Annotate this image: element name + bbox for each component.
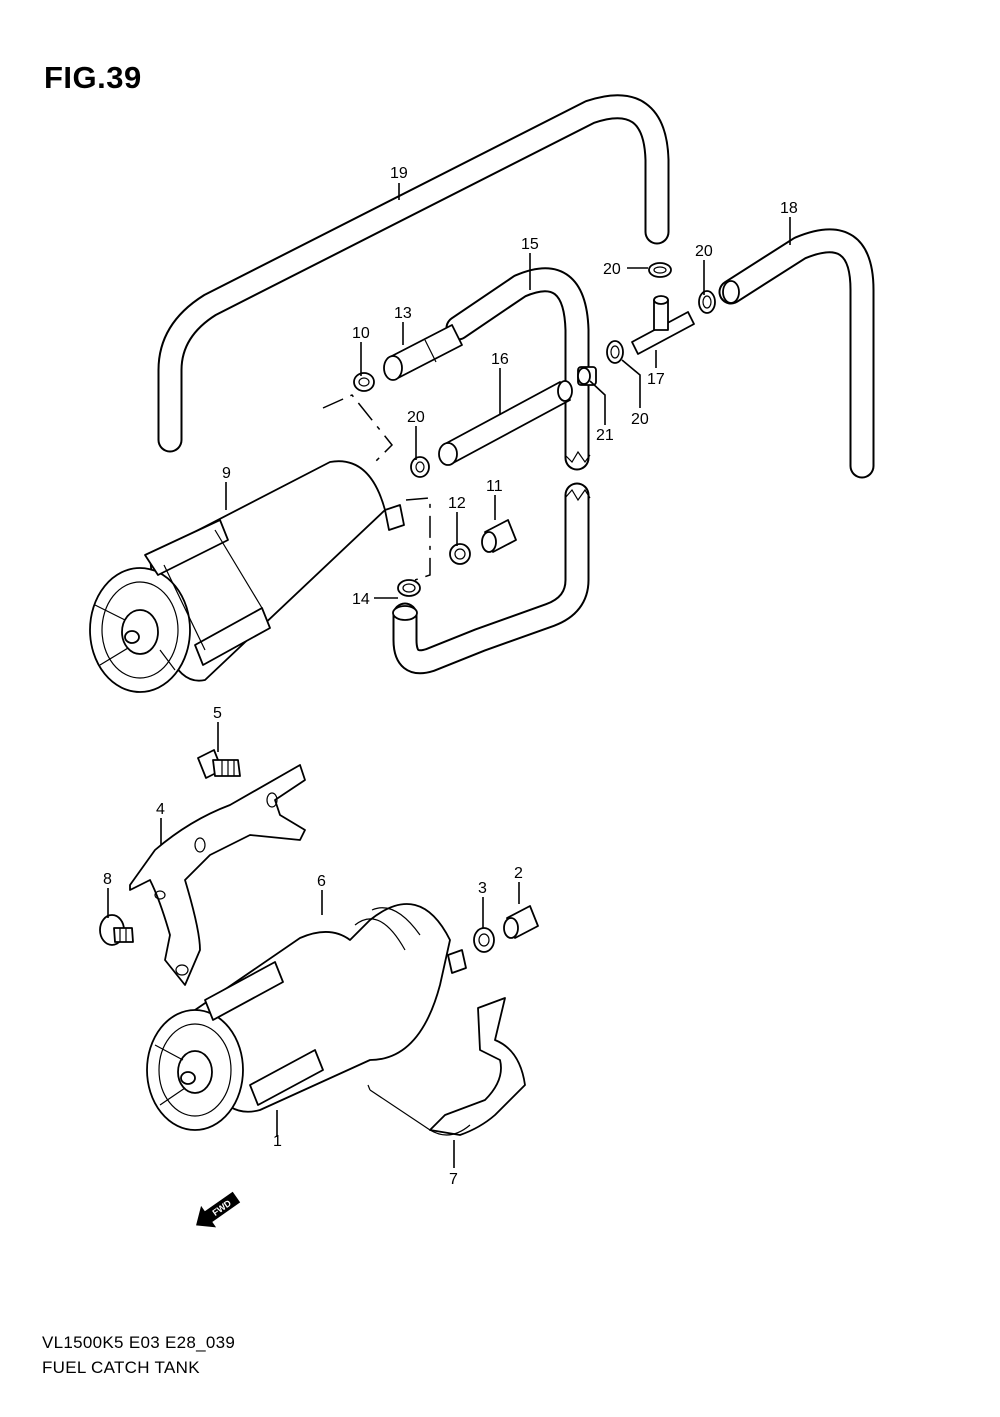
callout-7: 7 [449, 1171, 458, 1188]
bracket-7[interactable] [429, 997, 526, 1136]
clamp-20-c[interactable] [606, 340, 624, 364]
guide-lines [322, 394, 431, 1131]
pipe-13[interactable] [383, 324, 463, 381]
canister-1[interactable] [146, 903, 467, 1131]
callout-18: 18 [780, 200, 798, 217]
clamp-20-d[interactable] [410, 456, 430, 478]
callout-13: 13 [394, 305, 412, 322]
callout-8: 8 [103, 871, 112, 888]
callout-12: 12 [448, 495, 466, 512]
hose-18[interactable] [718, 228, 875, 479]
callout-16: 16 [491, 351, 509, 368]
model-code: VL1500K5 E03 E28_039 [42, 1333, 236, 1352]
clamp-12[interactable] [449, 543, 471, 565]
canister-9[interactable] [89, 460, 405, 693]
callout-21: 21 [596, 427, 614, 444]
callout-20: 20 [407, 409, 425, 426]
callout-11: 11 [486, 478, 503, 495]
clamp-20-a[interactable] [648, 262, 672, 278]
bolt-5[interactable] [197, 749, 241, 779]
callout-17: 17 [647, 371, 665, 388]
figure-title: FIG.39 [44, 60, 142, 95]
joint-17[interactable] [631, 295, 695, 355]
tube-2[interactable] [503, 905, 539, 939]
screw-8[interactable] [99, 914, 134, 946]
callout-20: 20 [603, 261, 621, 278]
fwd-arrow-icon: FWD [196, 1191, 241, 1228]
callout-3: 3 [478, 880, 487, 897]
bracket-4[interactable] [129, 764, 306, 986]
callout-20: 20 [631, 411, 649, 428]
callout-9: 9 [222, 465, 231, 482]
hose-19[interactable] [157, 94, 670, 453]
callout-15: 15 [521, 236, 539, 253]
leader-lines [107, 183, 791, 1168]
callout-4: 4 [156, 801, 165, 818]
callout-19: 19 [390, 165, 408, 182]
pipe-16[interactable] [438, 380, 573, 466]
hose-15-lower[interactable] [392, 482, 591, 675]
callout-2: 2 [514, 865, 523, 882]
tube-11[interactable] [481, 519, 517, 553]
callout-5: 5 [213, 705, 222, 722]
callout-1: 1 [273, 1133, 282, 1150]
figure-name: FUEL CATCH TANK [42, 1358, 200, 1377]
clamp-14[interactable] [397, 579, 421, 597]
clamp-10[interactable] [353, 372, 375, 392]
clamp-20-b[interactable] [698, 290, 716, 314]
fitting-21[interactable] [577, 366, 597, 386]
callout-labels: 19 18 15 20 20 13 10 16 17 20 20 21 9 11… [103, 165, 798, 1188]
hose-15[interactable] [445, 267, 591, 471]
callout-6: 6 [317, 873, 326, 890]
callout-10: 10 [352, 325, 370, 342]
callout-20: 20 [695, 243, 713, 260]
clamp-3[interactable] [473, 927, 495, 953]
callout-14: 14 [352, 591, 370, 608]
